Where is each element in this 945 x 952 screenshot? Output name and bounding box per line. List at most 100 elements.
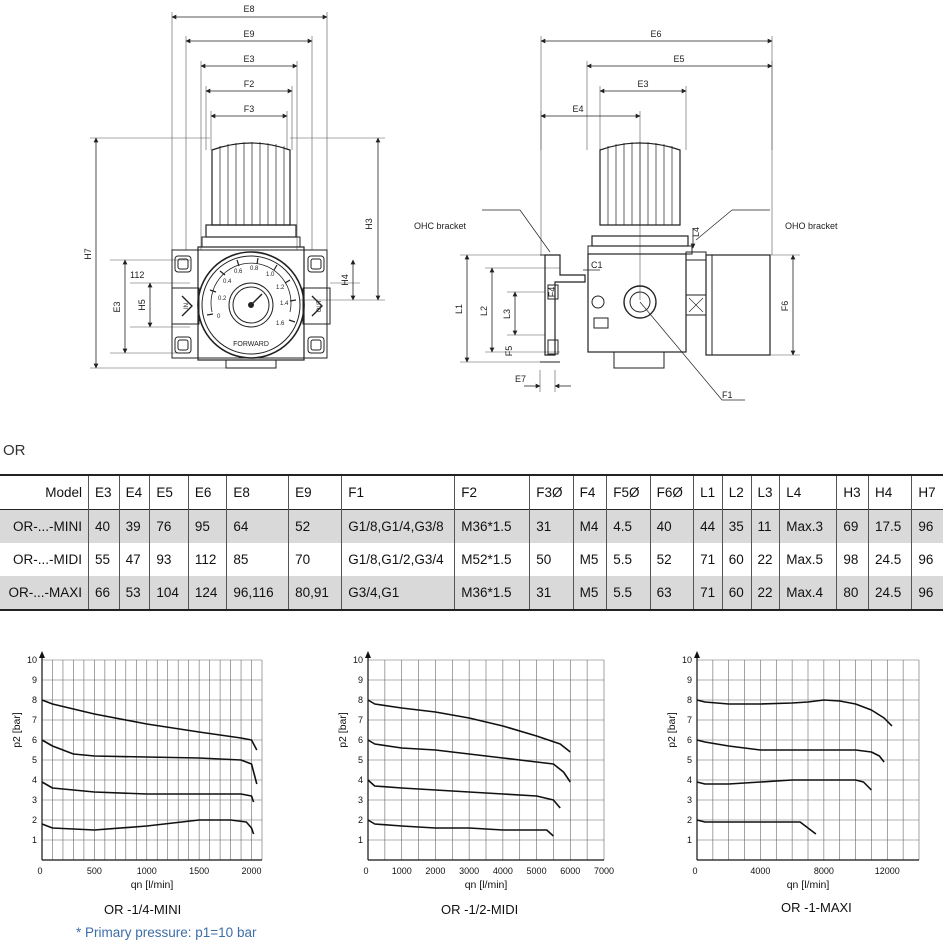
y-tick-label: 2: [32, 815, 37, 825]
series-line-0: [367, 699, 571, 753]
x-tick-label: 500: [87, 866, 102, 876]
y-tick-label: 8: [32, 695, 37, 705]
table-cell: 112: [187, 543, 227, 576]
chart-title-mini: OR -1/4-MINI: [104, 902, 182, 917]
y-tick-label: 4: [687, 775, 692, 785]
x-axis-label: qn [l/min]: [131, 879, 174, 891]
table-cell: 40: [649, 509, 694, 543]
table-cell: 4.5: [606, 509, 651, 543]
x-tick-label: 0: [37, 866, 42, 876]
svg-text:0.6: 0.6: [234, 269, 243, 275]
col-l1: L1: [693, 475, 723, 510]
side-view-drawing: [460, 36, 800, 401]
col-f3: F3Ø: [529, 475, 574, 510]
x-tick-label: 4000: [493, 866, 513, 876]
x-tick-label: 5000: [527, 866, 547, 876]
table-cell: 98: [836, 543, 869, 576]
x-tick-label: 1500: [189, 866, 209, 876]
table-cell: 55: [88, 543, 120, 576]
table-row: OR-...-MIDI 55 47 93 112 85 70 G1/8,G1/2…: [0, 543, 943, 576]
x-tick-label: 1000: [137, 866, 157, 876]
table-cell: 95: [187, 509, 227, 543]
y-tick-label: 4: [358, 775, 363, 785]
table-row: OR-...-MAXI 66 53 104 124 96,116 80,91 G…: [0, 576, 943, 610]
svg-text:1.6: 1.6: [276, 321, 285, 327]
table-cell: Max.5: [779, 543, 837, 576]
table-cell: 40: [88, 509, 120, 543]
svg-text:OHC bracket: OHC bracket: [414, 221, 467, 231]
svg-text:L4: L4: [691, 227, 701, 237]
col-e6: E6: [187, 475, 227, 510]
svg-text:0: 0: [217, 314, 221, 320]
svg-text:IN: IN: [184, 303, 190, 309]
table-cell: M52*1.5: [454, 543, 530, 576]
svg-text:1.0: 1.0: [266, 272, 275, 278]
col-l3: L3: [750, 475, 780, 510]
series-line-1: [41, 739, 258, 785]
series-line-0: [41, 699, 258, 751]
table-cell: 85: [226, 543, 289, 576]
y-axis-arrow: [39, 651, 45, 658]
svg-text:OHO bracket: OHO bracket: [785, 221, 838, 231]
table-cell: G3/4,G1: [341, 576, 455, 610]
col-f5: F5Ø: [606, 475, 651, 510]
x-tick-label: 6000: [560, 866, 580, 876]
table-cell: 63: [649, 576, 694, 610]
table-cell: 35: [721, 509, 752, 543]
table-cell: 96: [911, 576, 943, 610]
svg-text:L2: L2: [479, 306, 489, 316]
x-tick-label: 8000: [814, 866, 834, 876]
col-e3: E3: [88, 475, 120, 510]
x-tick-label: 4000: [750, 866, 770, 876]
x-tick-label: 7000: [594, 866, 614, 876]
table-cell: 31: [529, 509, 574, 543]
y-tick-label: 1: [687, 835, 692, 845]
series-line-2: [696, 779, 872, 791]
table-cell: 31: [529, 576, 574, 610]
y-tick-label: 5: [687, 755, 692, 765]
y-tick-label: 5: [358, 755, 363, 765]
series-line-1: [367, 739, 571, 783]
table-cell: Max.4: [779, 576, 837, 610]
table-cell: 70: [288, 543, 342, 576]
table-cell: 69: [836, 509, 869, 543]
series-line-0: [696, 699, 893, 727]
table-cell: 17.5: [867, 509, 912, 543]
y-axis-arrow: [365, 651, 371, 658]
side-view-labels: E6 E5 E3 E4 L4 C1 F4 F6 L1 L2 L3 F5 E7 F…: [414, 29, 838, 400]
x-tick-label: 0: [363, 866, 368, 876]
svg-text:E6: E6: [650, 29, 661, 39]
technical-drawing: E8 E9 E3 F2 F3 H3 H7 E3 H5 H4 112 FORWAR…: [83, 4, 838, 401]
x-tick-label: 3000: [459, 866, 479, 876]
y-tick-label: 1: [358, 835, 363, 845]
col-e8: E8: [226, 475, 289, 510]
series-line-2: [41, 781, 255, 803]
col-l4: L4: [779, 475, 837, 510]
x-tick-label: 12000: [875, 866, 900, 876]
table-cell: G1/8,G1/2,G3/4: [341, 543, 455, 576]
table-cell: 44: [693, 509, 723, 543]
col-e4: E4: [118, 475, 150, 510]
col-l2: L2: [721, 475, 752, 510]
dimension-table: Model E3 E4 E5 E6 E8 E9 F1 F2 F3Ø F4 F5Ø…: [0, 474, 943, 611]
svg-text:E4: E4: [572, 104, 583, 114]
table-cell: 53: [118, 576, 150, 610]
table-cell: 93: [149, 543, 189, 576]
col-f2: F2: [454, 475, 530, 510]
svg-text:F5: F5: [504, 346, 514, 357]
y-axis-label: p2 [bar]: [666, 712, 678, 748]
series-line-1: [696, 739, 885, 763]
x-tick-label: 2000: [425, 866, 445, 876]
table-cell: 80: [836, 576, 869, 610]
y-tick-label: 8: [687, 695, 692, 705]
y-tick-label: 7: [358, 715, 363, 725]
table-cell: 52: [649, 543, 694, 576]
table-cell: OR-...-MAXI: [0, 576, 89, 610]
svg-text:0.8: 0.8: [250, 266, 259, 272]
table-cell: 11: [750, 509, 780, 543]
svg-text:E3: E3: [243, 54, 254, 64]
col-e5: E5: [149, 475, 189, 510]
table-cell: M5: [572, 576, 607, 610]
